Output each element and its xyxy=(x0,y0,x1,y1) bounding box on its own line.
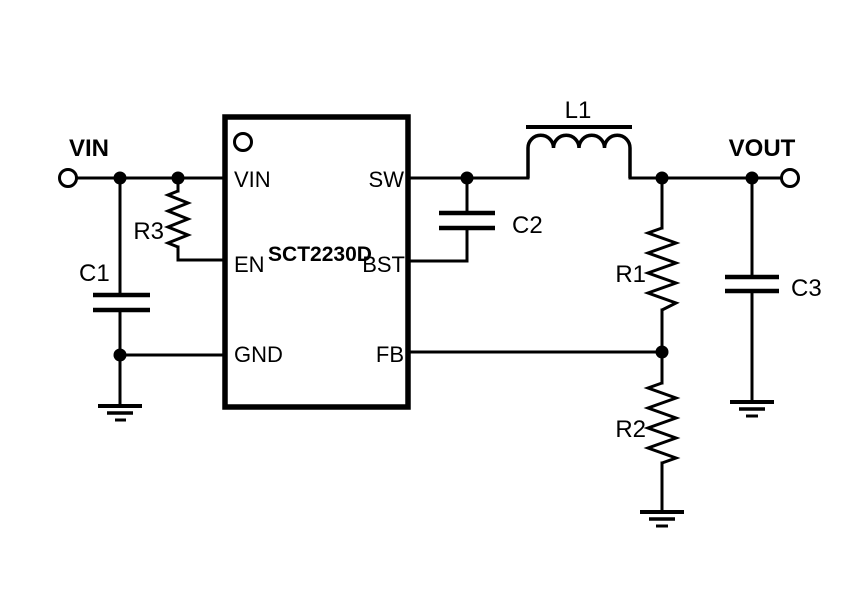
l1-label: L1 xyxy=(565,97,592,124)
c2-label: C2 xyxy=(512,212,543,239)
c3-label: C3 xyxy=(791,275,822,302)
inductor-l1: L1 xyxy=(526,97,632,178)
ic-pin-bst-label: BST xyxy=(362,252,405,277)
ic-pin-en-label: EN xyxy=(234,252,265,277)
ic-pin-vin-label: VIN xyxy=(234,167,271,192)
r3-label: R3 xyxy=(133,218,164,245)
ic-pin-fb-label: FB xyxy=(376,342,404,367)
vout-terminal xyxy=(780,168,800,188)
vin-net-label: VIN xyxy=(69,135,109,162)
c1-label: C1 xyxy=(79,260,110,287)
ic-name-label: SCT2230D xyxy=(268,243,372,266)
resistor-r2: R2 xyxy=(615,350,681,513)
r2-zigzag xyxy=(643,381,681,465)
r2-label: R2 xyxy=(615,416,646,443)
capacitor-c2: C2 xyxy=(406,176,543,263)
capacitor-c1: C1 xyxy=(79,176,150,357)
resistor-r1: R1 xyxy=(615,176,681,354)
vout-net-label: VOUT xyxy=(729,135,796,162)
ic-pin-gnd-label: GND xyxy=(234,342,283,367)
l1-coil xyxy=(526,133,632,178)
ground-symbol-c1 xyxy=(98,353,142,422)
r3-zigzag xyxy=(163,189,193,249)
ic-pin-sw-label: SW xyxy=(369,167,405,192)
resistor-r3: R3 xyxy=(133,176,227,262)
ground-symbol-r2 xyxy=(640,510,684,528)
pin1-indicator-icon xyxy=(233,132,253,152)
vin-terminal xyxy=(58,168,78,188)
capacitor-c3: C3 xyxy=(725,176,822,403)
ground-symbol-c3 xyxy=(730,400,774,418)
r1-zigzag xyxy=(643,226,681,312)
r1-label: R1 xyxy=(615,261,646,288)
ic-sct2230d: SCT2230D VIN EN GND SW BST FB xyxy=(222,114,411,410)
